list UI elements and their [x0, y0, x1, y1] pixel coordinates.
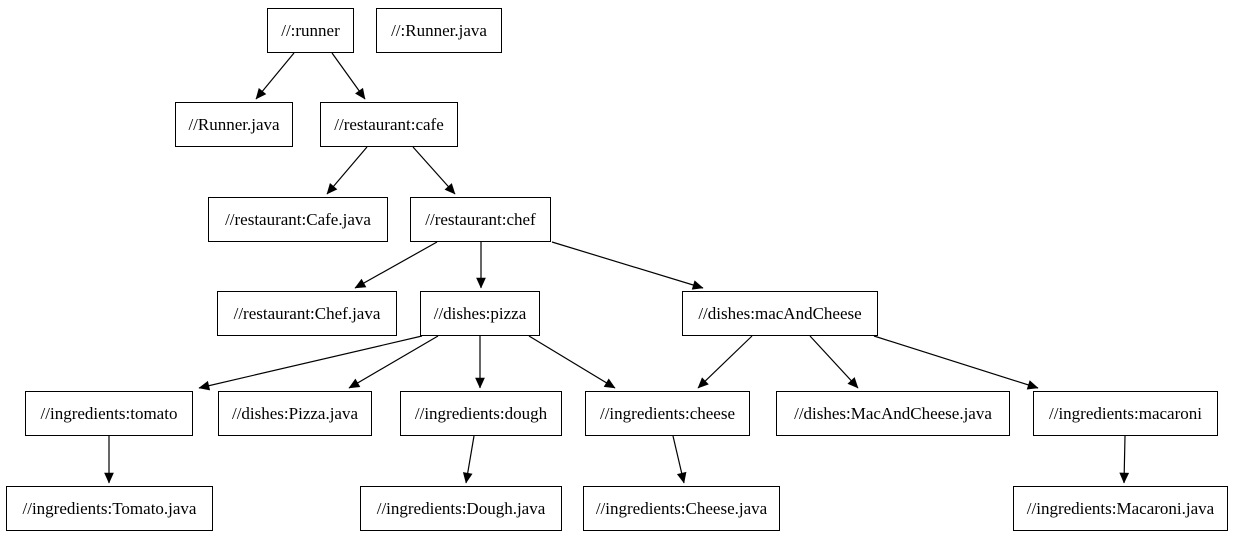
node-dough: //ingredients:dough [400, 391, 562, 436]
edge-mac-and-cheese-to-mac-and-cheese-java [809, 335, 859, 389]
node-runner: //:runner [267, 8, 354, 53]
edge-mac-and-cheese-to-macaroni [873, 335, 1039, 390]
node-tomato-java: //ingredients:Tomato.java [6, 486, 213, 531]
edge-cheese-to-cheese-java [672, 435, 687, 484]
node-cheese-java: //ingredients:Cheese.java [583, 486, 780, 531]
edge-dough-to-dough-java [462, 435, 475, 484]
edge-pizza-to-pizza-java [348, 335, 439, 389]
edge-cafe-to-chef [412, 146, 456, 195]
node-chef: //restaurant:chef [410, 197, 551, 242]
node-cheese: //ingredients:cheese [585, 391, 750, 436]
edge-pizza-to-cheese [528, 335, 616, 389]
edge-macaroni-to-macaroni-java [1119, 435, 1130, 484]
edge-chef-to-chef-java [354, 241, 438, 289]
node-cafe: //restaurant:cafe [320, 102, 458, 147]
node-pizza-java: //dishes:Pizza.java [218, 391, 372, 436]
node-runner-java: //Runner.java [175, 102, 293, 147]
node-runner-java-file: //:Runner.java [376, 8, 502, 53]
node-mac-and-cheese-java: //dishes:MacAndCheese.java [776, 391, 1010, 436]
node-tomato: //ingredients:tomato [25, 391, 193, 436]
edge-runner-to-cafe [331, 52, 366, 100]
node-chef-java: //restaurant:Chef.java [217, 291, 397, 336]
edge-runner-to-runner-java [255, 52, 295, 100]
node-mac-and-cheese: //dishes:macAndCheese [682, 291, 878, 336]
edge-cafe-to-cafe-java [326, 146, 368, 195]
edge-pizza-to-tomato [198, 335, 423, 391]
node-dough-java: //ingredients:Dough.java [360, 486, 562, 531]
node-macaroni: //ingredients:macaroni [1033, 391, 1218, 436]
node-macaroni-java: //ingredients:Macaroni.java [1013, 486, 1228, 531]
edge-chef-to-mac-and-cheese [551, 241, 704, 290]
node-pizza: //dishes:pizza [420, 291, 540, 336]
node-cafe-java: //restaurant:Cafe.java [208, 197, 388, 242]
edge-mac-and-cheese-to-cheese [697, 335, 753, 389]
